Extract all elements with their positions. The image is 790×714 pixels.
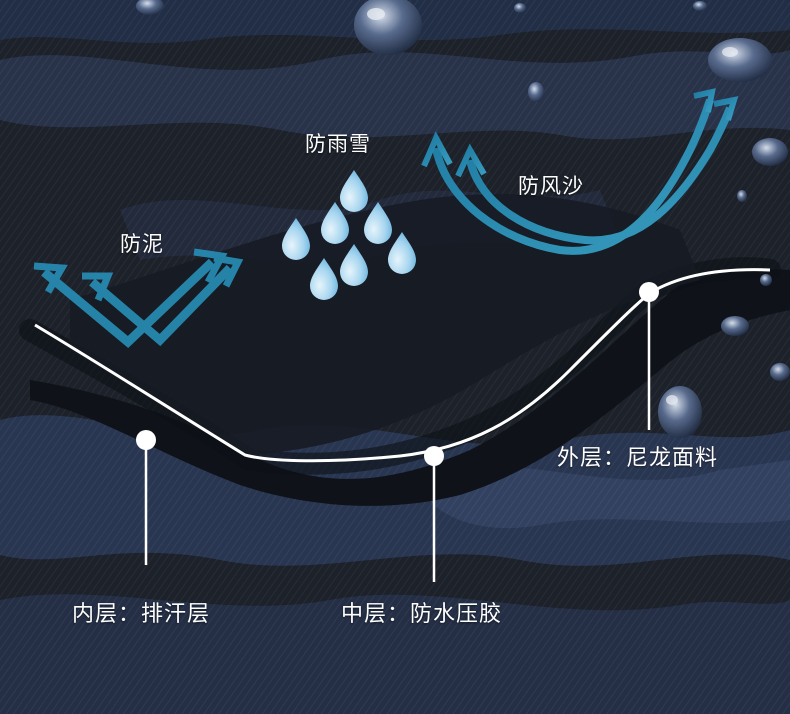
water-droplet-icon (136, 0, 790, 438)
wind-sand-protection-label: 防风沙 (518, 174, 584, 198)
outer-layer-label: 外层：尼龙面料 (557, 446, 719, 471)
outer-layer-marker (639, 282, 659, 302)
middle-layer-marker (424, 446, 444, 466)
mud-protection-label: 防泥 (120, 232, 164, 256)
mud-arrows-icon (33, 248, 244, 349)
inner-layer-label: 内层：排汗层 (72, 602, 211, 627)
inner-layer-marker (136, 430, 156, 450)
raindrops-icon (282, 170, 416, 300)
middle-layer-label: 中层：防水压胶 (341, 602, 503, 627)
wind-arrows-icon (421, 88, 739, 255)
rain-snow-protection-label: 防雨雪 (305, 132, 371, 156)
